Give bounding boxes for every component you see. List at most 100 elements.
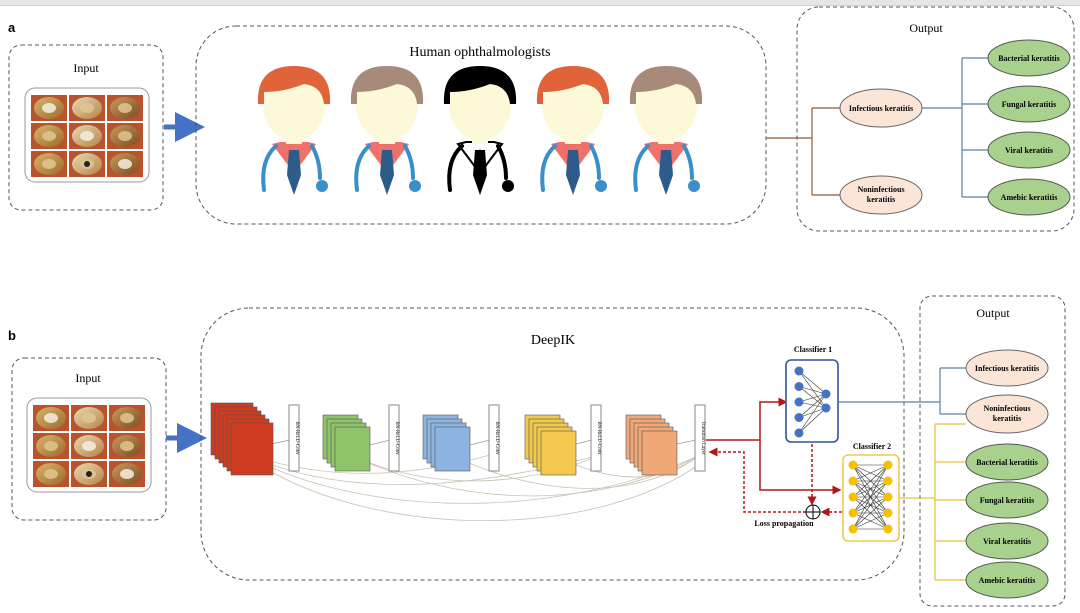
a-infectious-label: Infectious keratitis xyxy=(849,104,913,113)
neuron xyxy=(848,460,858,470)
doctor-icon xyxy=(256,66,332,195)
neuron xyxy=(883,492,893,502)
b-amebic-label: Amebic keratitis xyxy=(979,576,1036,585)
transition-layer-label: Transition Layer xyxy=(700,421,705,455)
panel-a-label: a xyxy=(8,20,16,35)
neuron xyxy=(794,366,804,376)
neuron xyxy=(883,460,893,470)
panel-b-input-title: Input xyxy=(75,371,101,385)
a-noninfectious-label-2: keratitis xyxy=(867,195,895,204)
b-amebic-node xyxy=(965,561,1049,599)
deepik-box: DeepIK BN-ReLU-Conv BN-ReLU-Conv xyxy=(200,307,905,581)
ophthalmologists-title: Human ophthalmologists xyxy=(409,45,550,60)
dense-block xyxy=(625,414,678,476)
a-infectious-node xyxy=(839,88,923,128)
a-fungal-node xyxy=(987,85,1071,123)
panel-a-input-title: Input xyxy=(73,61,99,75)
dense-block xyxy=(422,414,471,472)
eye-photo xyxy=(31,95,67,121)
eye-photo xyxy=(71,433,107,459)
eye-photo xyxy=(107,151,143,177)
eye-photo xyxy=(71,405,107,431)
eye-photo xyxy=(69,123,105,149)
doctor-icon xyxy=(628,66,704,195)
eye-photo xyxy=(31,123,67,149)
dense-block xyxy=(322,414,371,472)
panel-b-label: b xyxy=(8,328,16,343)
a-amebic-node xyxy=(987,178,1071,216)
classifier-2: Classifier 2 xyxy=(842,442,900,542)
a-noninfectious-node xyxy=(839,175,923,215)
neuron xyxy=(848,476,858,486)
b-noninfectious-label-1: Noninfectious xyxy=(983,404,1030,413)
slit-lamp-image-grid-b xyxy=(33,405,145,487)
neuron xyxy=(883,524,893,534)
doctor-figures xyxy=(256,66,704,195)
neuron xyxy=(794,428,804,438)
neuron xyxy=(848,524,858,534)
b-fungal-label: Fungal keratitis xyxy=(980,496,1034,505)
a-fungal-label: Fungal keratitis xyxy=(1002,100,1056,109)
neuron xyxy=(794,382,804,391)
eye-photo xyxy=(109,461,145,487)
classifier-2-title: Classifier 2 xyxy=(853,442,891,451)
doctor-icon xyxy=(442,66,518,195)
dense-block xyxy=(524,414,577,476)
b-noninfectious-label-2: keratitis xyxy=(993,414,1021,423)
b-infectious-label: Infectious keratitis xyxy=(975,364,1039,373)
b-fungal-node xyxy=(965,481,1049,519)
layer-label-1: BN-ReLU-Conv xyxy=(294,421,299,455)
layer-label-4: BN-ReLU-Conv xyxy=(596,421,601,455)
panel-b-output-title: Output xyxy=(976,306,1010,320)
panel-b-output-box: Output Infectious keratitis Noninfectiou… xyxy=(838,295,1066,607)
b-viral-node xyxy=(965,522,1049,560)
eye-photo xyxy=(31,151,67,177)
eye-photo xyxy=(107,95,143,121)
eye-photo xyxy=(109,405,145,431)
a-viral-node xyxy=(987,131,1071,169)
loss-propagation-label: Loss propagation xyxy=(754,519,814,528)
dense-blocks xyxy=(210,402,678,476)
a-amebic-label: Amebic keratitis xyxy=(1001,193,1058,202)
eye-photo xyxy=(71,461,107,487)
a-bacterial-label: Bacterial keratitis xyxy=(998,54,1060,63)
neuron xyxy=(821,389,831,399)
panel-a-output-box: Output Infectious keratitis Noninfectiou… xyxy=(796,6,1075,232)
doctor-icon xyxy=(349,66,425,195)
classifier-1-title: Classifier 1 xyxy=(794,345,832,354)
b-bacterial-label: Bacterial keratitis xyxy=(976,458,1038,467)
eye-photo xyxy=(107,123,143,149)
neuron xyxy=(794,413,804,422)
neuron xyxy=(883,508,893,518)
eye-photo xyxy=(33,461,69,487)
classifier-paths xyxy=(706,397,842,517)
panel-b-input-box: Input xyxy=(11,357,167,521)
neuron xyxy=(883,476,893,486)
dense-block xyxy=(210,402,274,476)
b-viral-label: Viral keratitis xyxy=(983,537,1031,546)
eye-photo xyxy=(33,433,69,459)
neuron xyxy=(848,492,858,502)
b-noninfectious-node xyxy=(965,394,1049,434)
eye-photo xyxy=(69,151,105,177)
deepik-title: DeepIK xyxy=(531,333,575,348)
eye-photo xyxy=(33,405,69,431)
neuron xyxy=(821,403,831,413)
window-top-strip xyxy=(0,0,1080,6)
conv-layers: BN-ReLU-Conv BN-ReLU-Conv BN-ReLU-Conv B… xyxy=(288,404,706,472)
a-viral-label: Viral keratitis xyxy=(1005,146,1053,155)
doctor-icon xyxy=(535,66,611,195)
classifier-1: Classifier 1 xyxy=(785,345,839,443)
a-bacterial-node xyxy=(987,39,1071,77)
eye-photo xyxy=(69,95,105,121)
b-bacterial-node xyxy=(965,443,1049,481)
neuron xyxy=(794,397,804,407)
layer-label-2: BN-ReLU-Conv xyxy=(394,421,399,455)
a-noninfectious-label-1: Noninfectious xyxy=(857,185,904,194)
b-infectious-node xyxy=(965,349,1049,387)
panel-a-input-box: Input xyxy=(8,44,164,211)
neuron xyxy=(848,508,858,518)
slit-lamp-image-grid xyxy=(31,95,143,177)
ophthalmologists-box: Human ophthalmologists xyxy=(195,25,767,225)
